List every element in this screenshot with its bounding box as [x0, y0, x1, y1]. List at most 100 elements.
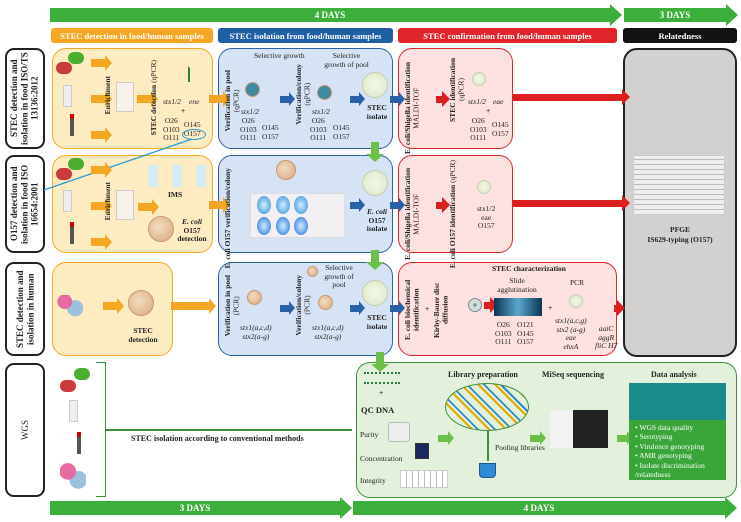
swab-tube-icon: [70, 114, 74, 136]
plate-icon: [477, 180, 491, 194]
colony-icon: [276, 160, 296, 180]
arrow-to-relatedness: [614, 300, 625, 316]
o157-verification-label: E. coli O157 verification/colony: [223, 168, 232, 269]
lettuce-icon: [68, 52, 84, 64]
header-confirmation: STEC confirmation from food/human sample…: [398, 28, 617, 43]
arrow: [390, 92, 405, 106]
qc-plus: +: [379, 388, 384, 397]
arrow: [390, 198, 405, 212]
spectrophotometer-icon: [388, 422, 410, 442]
lettuce-icon: [68, 158, 84, 170]
list-item: Serotyping: [635, 432, 720, 441]
arrow: [103, 298, 124, 314]
serogroups-left: O26 O103 O111: [163, 116, 180, 143]
row-label-human: STEC detection and isolation in human: [5, 262, 45, 356]
plus: +: [425, 304, 430, 313]
pcr-genes-2: aaiC aggR fliC H7: [595, 324, 618, 351]
plate-blue: [294, 196, 308, 214]
plate-blue: [276, 217, 290, 235]
arrow: [91, 55, 112, 71]
patients-icon: [57, 295, 83, 317]
ims-label: IMS: [168, 190, 183, 199]
arrow-to-relatedness: [512, 89, 630, 105]
gel-image: [400, 470, 448, 488]
arrow: [91, 91, 112, 107]
gene-stx: stx1/2: [312, 107, 330, 116]
swab-tube-icon: [77, 432, 81, 454]
timeline-3-days-bottom: 3 DAYS: [50, 497, 352, 519]
integrity-label: Integrity: [360, 476, 386, 485]
milk-icon: [63, 190, 72, 212]
selective-growth-pool-label: Selective growth of pool: [324, 263, 354, 290]
slide-agglutination-label: Slide agglutination: [497, 276, 537, 294]
arrow: [280, 301, 295, 315]
stomacher-bag-icon: [116, 190, 134, 220]
serogroups: O26 O103 O111: [495, 320, 512, 347]
list-item: Virulence genotyping: [635, 442, 720, 451]
list-item: Isolate discrimination /relatedness: [635, 461, 720, 480]
arrow: [530, 431, 546, 445]
serogroups: O26 O103 O111: [310, 116, 327, 143]
pfge-label: PFGE: [670, 225, 690, 234]
plus: +: [181, 106, 186, 115]
colony-icon: [245, 82, 260, 97]
tube-icon: [479, 463, 496, 478]
plate-icon: [362, 170, 388, 196]
meat-icon: [56, 168, 72, 180]
plate-icon: [362, 280, 388, 306]
arrow: [390, 301, 405, 315]
link-line-o157: [43, 138, 193, 191]
arrow: [171, 298, 216, 314]
stec-identification-label: STEC identification(qPCR): [448, 58, 466, 122]
arrow: [350, 301, 365, 315]
colony-icon: [317, 85, 332, 100]
miseq-label: MiSeq sequencing: [542, 370, 605, 379]
gene-stx: stx1/2: [468, 97, 486, 106]
ims-tubes-icon: [148, 165, 206, 187]
milk-icon: [63, 85, 72, 107]
dna-icon: [188, 66, 200, 82]
is629-label: IS629-typing (O157): [647, 235, 713, 244]
header-isolation: STEC isolation from food/human samples: [218, 28, 393, 43]
row-label-iso-16654: O157 detection and isolation in food ISO…: [5, 155, 45, 253]
meat-icon: [56, 62, 72, 74]
gene-eae: eae: [493, 97, 504, 106]
row-label-iso-13136: STEC detection and isolation in food ISO…: [5, 48, 45, 149]
arrow: [484, 297, 498, 313]
green-down-arrow: [366, 142, 384, 162]
r1-confirmation-box: [398, 48, 513, 149]
colony-icon: [318, 295, 333, 310]
timeline-4-days-bottom: 4 DAYS: [353, 497, 737, 519]
dna-strands-icon: [364, 372, 400, 384]
o157-highlight-circle: [182, 129, 206, 140]
arrow: [91, 162, 112, 178]
colony-icon: [128, 290, 154, 316]
stec-isolate-label: STEC isolate: [366, 313, 388, 331]
header-relatedness: Relatedness: [623, 28, 737, 43]
arrow: [436, 197, 450, 213]
swab-tube-icon: [70, 222, 74, 244]
o157-identification-label: E. coli O157 identification (qPCR): [448, 160, 457, 269]
conventional-methods-label: STEC isolation according to conventional…: [131, 434, 304, 443]
arrow: [91, 198, 112, 214]
pooling-label: Pooling libraries: [495, 443, 545, 452]
data-analysis-list-box: WGS data quality Serotyping Virulence ge…: [629, 420, 726, 480]
biochemical-id-label: E. coli biochemical identification: [403, 279, 421, 341]
arrow: [350, 92, 365, 106]
gene-stx: stx1/2: [241, 107, 259, 116]
patients-icon: [60, 463, 86, 491]
fluorometer-icon: [415, 443, 429, 459]
selective-growth-pool-label: Selective growth of pool: [324, 51, 369, 69]
timeline-4-days-top: 4 DAYS: [50, 4, 622, 26]
data-analysis-list: WGS data quality Serotyping Virulence ge…: [635, 423, 720, 479]
list-item: AMR genotyping: [635, 451, 720, 460]
green-down-arrow: [366, 250, 384, 270]
green-down-arrow: [371, 352, 389, 372]
gene-stx: stx1/2: [163, 97, 181, 106]
row-label-wgs: WGS: [5, 363, 45, 497]
arrow: [209, 197, 230, 213]
data-analysis-label: Data analysis: [651, 370, 697, 379]
serogroups: O26 O103 O111: [240, 116, 257, 143]
